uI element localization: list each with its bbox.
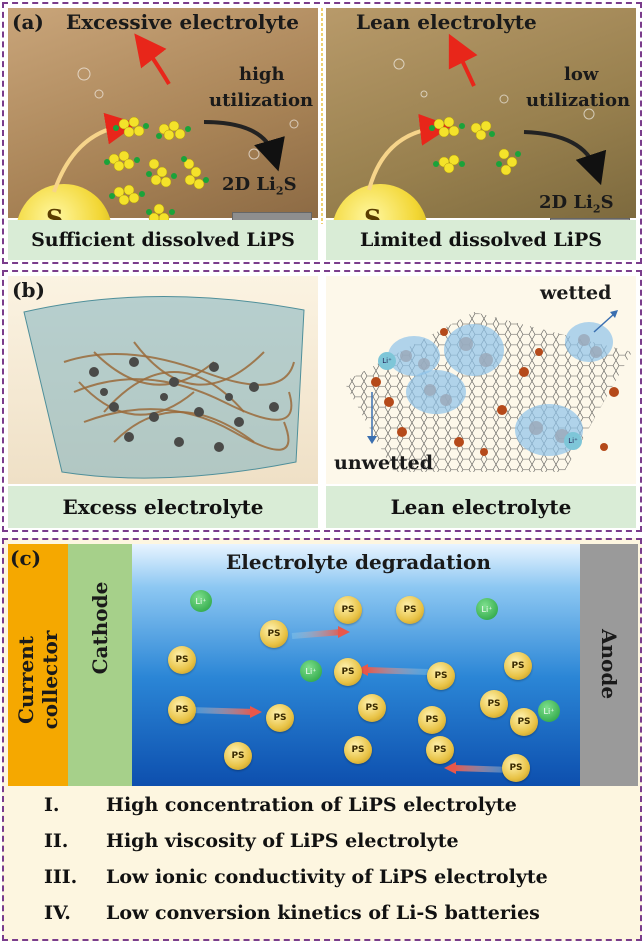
ps-particle: PS <box>510 708 538 736</box>
ps-particle: PS <box>426 736 454 764</box>
panel-a-graphics <box>52 8 607 224</box>
degradation-item-3: III.Low ionic conductivity of LiPS elect… <box>44 866 548 888</box>
li-ion-particle: Li⁺ <box>476 598 498 620</box>
migration-arrows <box>189 626 513 774</box>
panel-b-left-caption: Excess electrolyte <box>8 486 318 528</box>
panel-a-left-title: Excessive electrolyte <box>66 10 300 34</box>
panel-a: (a) Excessive electrolyte Lean electroly… <box>2 2 642 264</box>
ps-particle: PS <box>396 596 424 624</box>
wetted-label: wetted <box>540 282 612 304</box>
ps-particle: PS <box>480 690 508 718</box>
li-ion-particle: Li⁺ <box>538 700 560 722</box>
ps-particle: PS <box>168 646 196 674</box>
ps-particle: PS <box>358 694 386 722</box>
unwetted-label: unwetted <box>334 452 433 474</box>
anode <box>580 544 638 786</box>
ps-particle: PS <box>418 706 446 734</box>
current-collector <box>8 544 68 786</box>
panel-a-left-util-1: high <box>239 64 285 85</box>
ps-particle: PS <box>334 596 362 624</box>
panel-a-label: (a) <box>12 10 44 34</box>
panel-a-right-title: Lean electrolyte <box>356 10 537 34</box>
ps-particle: PS <box>427 662 455 690</box>
li2s-label-left: 2D Li2S <box>222 174 297 198</box>
panel-b: (b) <box>2 270 642 532</box>
li2s-label-right: 2D Li2S <box>539 192 614 216</box>
li-ion-icon: Li⁺ <box>378 352 396 370</box>
ps-particle: PS <box>502 754 530 782</box>
panel-a-right-util-1: low <box>564 64 599 85</box>
panel-c-label: (c) <box>10 546 42 570</box>
ps-particle: PS <box>260 620 288 648</box>
li-ion-particle: Li⁺ <box>190 590 212 612</box>
panel-b-label: (b) <box>12 278 45 302</box>
electrolyte-degradation-title: Electrolyte degradation <box>226 550 491 574</box>
li-ion-particle: Li⁺ <box>300 660 322 682</box>
ps-particle: PS <box>168 696 196 724</box>
ps-particle: PS <box>504 652 532 680</box>
panel-a-left-caption: Sufficient dissolved LiPS <box>8 220 318 260</box>
ps-particle: PS <box>224 742 252 770</box>
panel-a-left-util-2: utilization <box>209 90 314 111</box>
degradation-item-1: I.High concentration of LiPS electrolyte <box>44 794 517 816</box>
panel-c: Current collector Cathode Anode (c) Elec… <box>2 538 642 941</box>
li-ion-icon: Li⁺ <box>564 432 582 450</box>
ps-particle: PS <box>344 736 372 764</box>
cathode <box>68 544 132 786</box>
panel-b-graphics <box>23 295 632 479</box>
panel-b-right-caption: Lean electrolyte <box>326 486 636 528</box>
panel-a-right-caption: Limited dissolved LiPS <box>326 220 636 260</box>
degradation-item-4: IV.Low conversion kinetics of Li-S batte… <box>44 902 540 924</box>
panel-a-right-util-2: utilization <box>526 90 631 111</box>
degradation-item-2: II.High viscosity of LiPS electrolyte <box>44 830 459 852</box>
ps-particle: PS <box>334 658 362 686</box>
ps-particle: PS <box>266 704 294 732</box>
